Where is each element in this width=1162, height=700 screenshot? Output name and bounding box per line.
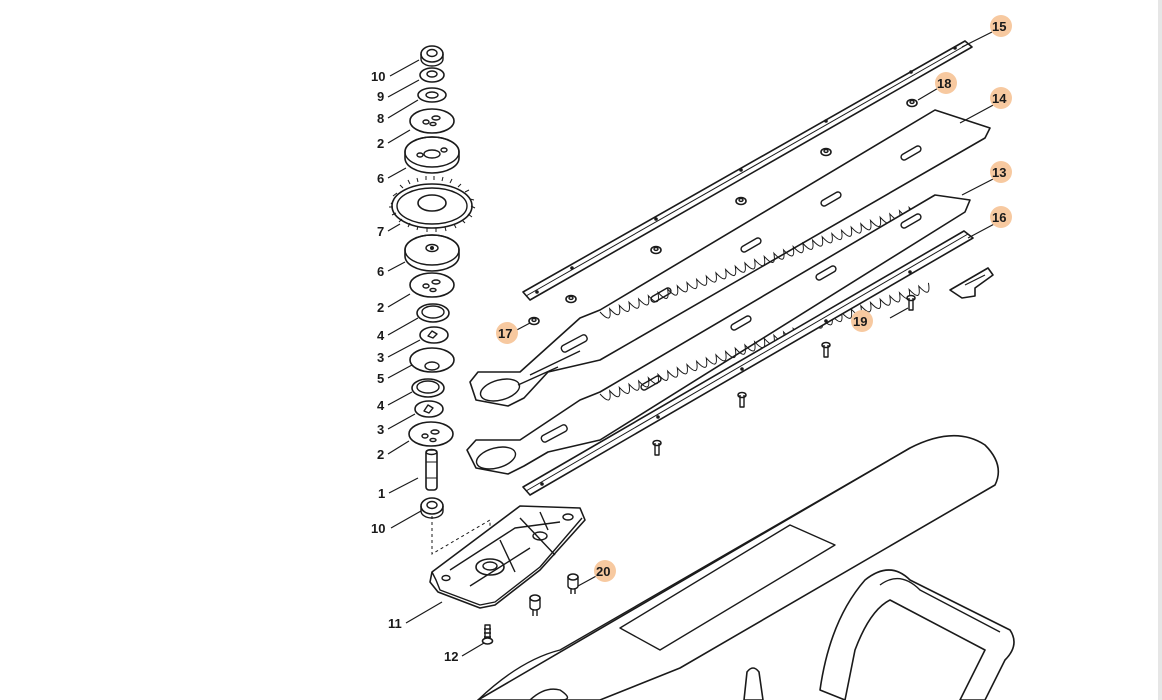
part-19-screw-row [652,294,916,456]
part-9-ring [419,67,445,83]
callout-4-a: 4 [377,328,385,343]
callout-16-highlight: 16 [990,206,1012,228]
callout-13: 13 [992,165,1006,180]
callout-15: 15 [992,19,1006,34]
nut [565,294,577,304]
part-18-nut-row [528,98,918,326]
part-10-bearing-bottom [420,497,444,519]
handle [819,569,1015,700]
housing [477,434,1000,700]
callout-11: 11 [388,616,402,631]
callout-10-top: 10 [371,69,385,84]
part-2-plate-b [409,272,455,298]
part-13-lower-blade [466,194,971,475]
callout-6-b: 6 [377,264,384,279]
part-8-washer [417,87,447,103]
callout-15-highlight: 15 [990,15,1012,37]
drive-stack [389,45,491,565]
callout-7: 7 [377,224,384,239]
part-3-cam-a [419,326,449,344]
part-5-disc [409,347,455,373]
part-4-ring-b [411,378,445,398]
screw [652,439,662,456]
callout-17: 17 [498,326,512,341]
callout-labels: 10 9 8 2 6 7 6 2 4 3 5 4 3 2 1 10 11 12 [371,69,458,664]
callout-18-highlight: 18 [935,72,957,94]
nut [528,316,540,326]
part-6-disc-b [404,234,460,272]
part-7-gear [389,176,476,232]
callout-12: 12 [444,649,458,664]
leader-lines [387,29,999,657]
callout-5: 5 [377,371,384,386]
part-14-upper-blade [469,109,991,407]
callout-8: 8 [377,111,384,126]
knob [743,667,764,700]
callout-2-c: 2 [377,447,384,462]
part-blade-tool [949,267,994,299]
callout-2-b: 2 [377,300,384,315]
callout-13-highlight: 13 [990,161,1012,183]
part-6-disc-a [404,136,460,174]
part-16-bottom-strip [522,230,974,496]
callout-14-highlight: 14 [990,87,1012,109]
nut [650,245,662,255]
screw [906,294,916,311]
callout-20-highlight: 20 [594,560,616,582]
screw [821,341,831,358]
part-2-plate-a [409,108,455,134]
part-12-screw [481,624,494,645]
vertical-scrollbar[interactable] [1158,0,1162,700]
callout-10-bottom: 10 [371,521,385,536]
part-1-shaft [425,448,438,491]
callout-6-a: 6 [377,171,384,186]
part-20-screw-a [567,573,579,594]
nut [820,147,832,157]
part-2-plate-c [408,421,454,447]
callout-16: 16 [992,210,1006,225]
nut [906,98,918,108]
callout-19-highlight: 19 [851,310,873,332]
part-3-cam-b [414,400,444,418]
part-15-guide-bar [522,40,973,301]
callout-17-highlight: 17 [496,322,518,344]
part-4-ring-a [416,303,450,323]
part-20-screw-b [529,594,541,616]
callout-4-b: 4 [377,398,385,413]
callout-3-a: 3 [377,350,384,365]
highlighted-callouts: 15 18 14 13 16 17 19 20 [496,15,1012,582]
nut [735,196,747,206]
callout-14: 14 [992,91,1007,106]
screw [737,391,747,408]
part-11-base-plate [429,505,586,609]
callout-3-b: 3 [377,422,384,437]
part-10-bearing-top [420,45,444,67]
callout-9: 9 [377,89,384,104]
callout-2-a: 2 [377,136,384,151]
callout-19: 19 [853,314,867,329]
callout-20: 20 [596,564,610,579]
callout-18: 18 [937,76,951,91]
callout-1: 1 [378,486,385,501]
